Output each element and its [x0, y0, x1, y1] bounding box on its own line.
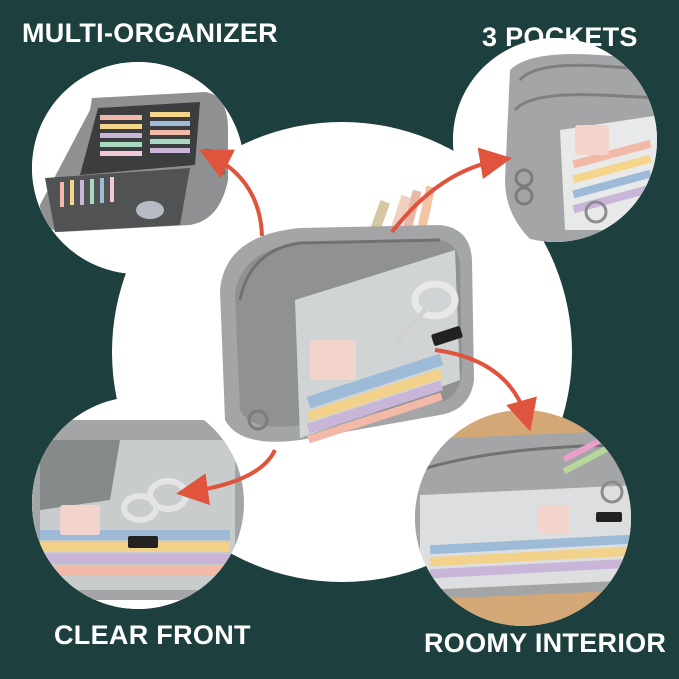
caption-multi-organizer: MULTI-ORGANIZER [22, 18, 278, 48]
arrow-to-roomy-interior [434, 348, 537, 432]
arrow-to-clear-front [176, 449, 277, 506]
arrow-to-3-pockets [390, 147, 512, 234]
caption-3-pockets: 3 POCKETS [482, 22, 638, 52]
caption-clear-front: CLEAR FRONT [54, 620, 251, 650]
arrow-to-multi-organizer [199, 149, 264, 237]
callout-arrows [176, 147, 537, 506]
center-pencil-case [220, 185, 474, 444]
caption-roomy-interior: ROOMY INTERIOR [424, 628, 667, 658]
three-pockets-photo [453, 38, 657, 242]
clear-front-photo [32, 397, 244, 609]
